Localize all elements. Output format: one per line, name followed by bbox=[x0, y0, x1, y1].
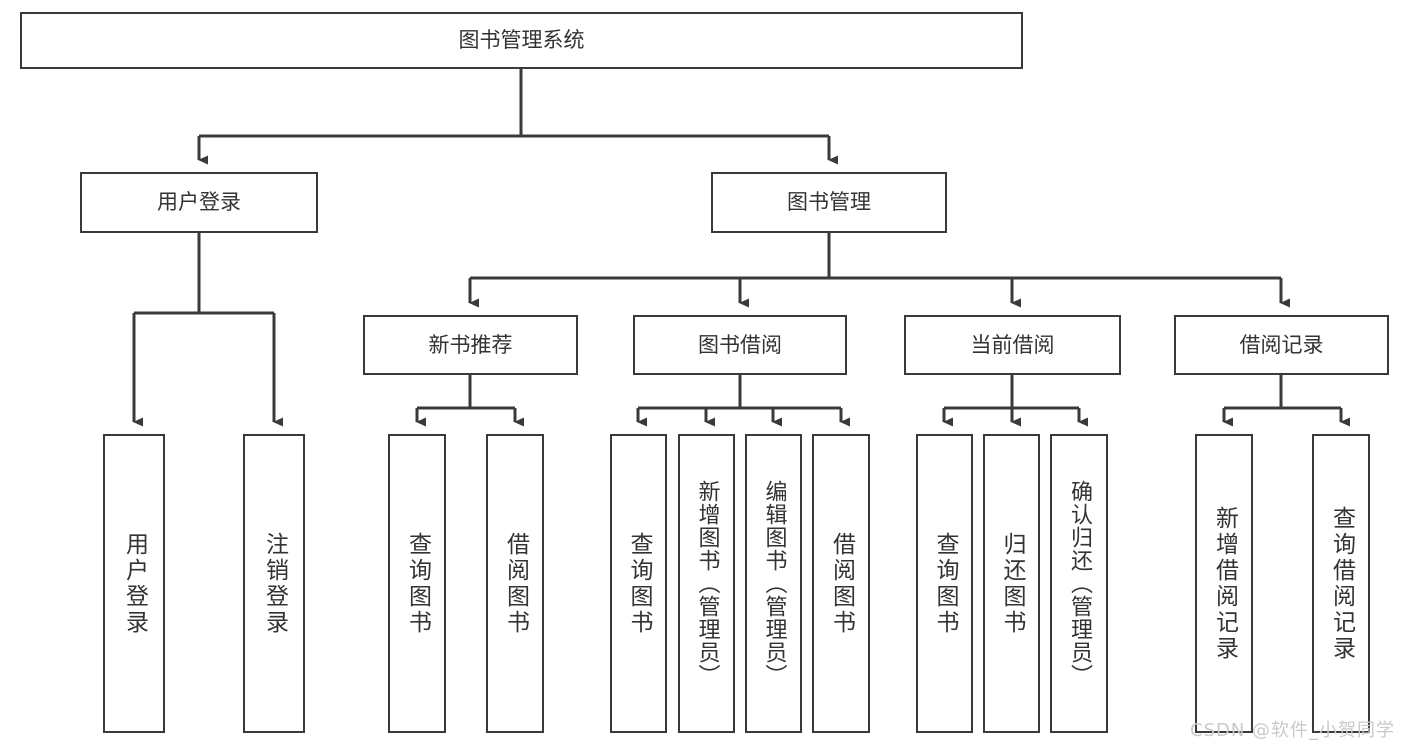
leaf-borrow-book-label: 借阅图书 bbox=[828, 531, 855, 636]
node-new-book-recommend-label: 新书推荐 bbox=[428, 332, 513, 357]
leaf-logout-label: 注销登录 bbox=[261, 531, 288, 636]
node-borrow-record[interactable]: 借阅记录 bbox=[1174, 315, 1389, 375]
node-book-management[interactable]: 图书管理 bbox=[711, 172, 947, 233]
leaf-query-borrow-record-label: 查询借阅记录 bbox=[1328, 505, 1355, 662]
leaf-user-login[interactable]: 用户登录 bbox=[103, 434, 165, 733]
node-root[interactable]: 图书管理系统 bbox=[20, 12, 1023, 69]
leaf-query-book-current-label: 查询图书 bbox=[932, 531, 958, 636]
watermark-text: CSDN @软件_小贺同学 bbox=[1190, 720, 1396, 741]
leaf-user-login-label: 用户登录 bbox=[121, 531, 148, 636]
node-current-borrow[interactable]: 当前借阅 bbox=[904, 315, 1121, 375]
node-borrow-record-label: 借阅记录 bbox=[1239, 332, 1324, 357]
leaf-query-book-current[interactable]: 查询图书 bbox=[916, 434, 973, 733]
leaf-borrow-book-recommend-label: 借阅图书 bbox=[502, 531, 529, 636]
leaf-add-book-admin-label: 新增图书（管理员） bbox=[694, 480, 720, 687]
node-current-borrow-label: 当前借阅 bbox=[970, 332, 1055, 357]
leaf-query-borrow-record[interactable]: 查询借阅记录 bbox=[1312, 434, 1370, 733]
node-book-borrow-label: 图书借阅 bbox=[698, 332, 782, 357]
leaf-query-book-label: 查询图书 bbox=[626, 531, 652, 636]
leaf-logout[interactable]: 注销登录 bbox=[243, 434, 305, 733]
node-book-borrow[interactable]: 图书借阅 bbox=[633, 315, 847, 375]
leaf-query-book-recommend[interactable]: 查询图书 bbox=[388, 434, 446, 733]
leaf-confirm-return-admin-label: 确认归还（管理员） bbox=[1067, 480, 1092, 687]
node-root-label: 图书管理系统 bbox=[458, 28, 585, 53]
node-book-management-label: 图书管理 bbox=[787, 190, 871, 215]
leaf-borrow-book-recommend[interactable]: 借阅图书 bbox=[486, 434, 544, 733]
leaf-confirm-return-admin[interactable]: 确认归还（管理员） bbox=[1050, 434, 1108, 733]
leaf-query-book-recommend-label: 查询图书 bbox=[404, 531, 431, 636]
node-user-login[interactable]: 用户登录 bbox=[80, 172, 318, 233]
leaf-add-book-admin[interactable]: 新增图书（管理员） bbox=[678, 434, 735, 733]
leaf-edit-book-admin-label: 编辑图书（管理员） bbox=[761, 480, 787, 687]
leaf-return-book-label: 归还图书 bbox=[999, 531, 1025, 636]
leaf-return-book[interactable]: 归还图书 bbox=[983, 434, 1040, 733]
node-new-book-recommend[interactable]: 新书推荐 bbox=[363, 315, 578, 375]
leaf-edit-book-admin[interactable]: 编辑图书（管理员） bbox=[745, 434, 802, 733]
leaf-query-book[interactable]: 查询图书 bbox=[610, 434, 667, 733]
leaf-add-borrow-record-label: 新增借阅记录 bbox=[1211, 505, 1238, 662]
node-user-login-label: 用户登录 bbox=[157, 190, 241, 215]
leaf-add-borrow-record[interactable]: 新增借阅记录 bbox=[1195, 434, 1253, 733]
leaf-borrow-book[interactable]: 借阅图书 bbox=[812, 434, 870, 733]
